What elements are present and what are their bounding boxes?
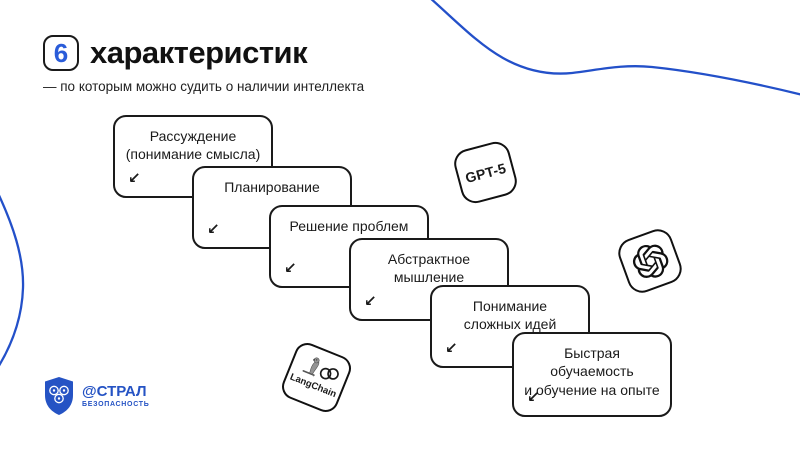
card-line1: Решение проблем	[289, 218, 409, 234]
shield-ornament-icon	[45, 377, 73, 415]
brand-name: @СТРАЛ	[82, 382, 147, 400]
parrot-and-chain-icon	[302, 357, 339, 380]
card-line2: мышление	[393, 269, 465, 286]
gpt5-badge: GPT-5	[450, 138, 521, 207]
page-title: характеристик	[90, 35, 308, 70]
brand-subtitle: БЕЗОПАСНОСТЬ	[82, 401, 150, 409]
footer-brand: @СТРАЛ БЕЗОПАСНОСТЬ	[42, 376, 150, 416]
arrow-down-left-icon: ↙	[284, 260, 297, 278]
card-line1: Рассуждение	[149, 128, 237, 144]
arrow-down-left-icon: ↙	[128, 170, 141, 188]
arrow-down-left-icon: ↙	[364, 293, 377, 311]
card-line1: Планирование	[224, 179, 320, 195]
card-line2: и обучение на опыте	[524, 381, 660, 398]
langchain-badge: LangChain	[278, 339, 355, 416]
openai-icon	[632, 244, 668, 278]
gpt5-badge-label: GPT-5	[463, 159, 508, 186]
card-line1: Быстрая обучаемость	[550, 345, 634, 380]
card-line2: (понимание смысла)	[125, 146, 261, 163]
number-badge-value: 6	[53, 37, 69, 68]
number-badge: 6	[43, 35, 79, 71]
page-subtitle: — по которым можно судить о наличии инте…	[43, 79, 365, 94]
curve-top-right	[430, 0, 800, 96]
card-fast-learning: Быстрая обучаемость и обучение на опыте …	[512, 332, 672, 417]
openai-badge	[614, 225, 686, 297]
arrow-down-left-icon: ↙	[445, 340, 458, 358]
arrow-down-left-icon: ↙	[527, 389, 540, 407]
card-line1: Абстрактное	[387, 251, 471, 267]
card-line1: Понимание	[472, 298, 548, 314]
curve-left-edge	[0, 194, 25, 367]
card-line2: сложных идей	[463, 316, 557, 333]
arrow-down-left-icon: ↙	[207, 221, 220, 239]
header: 6 характеристик	[43, 35, 308, 71]
